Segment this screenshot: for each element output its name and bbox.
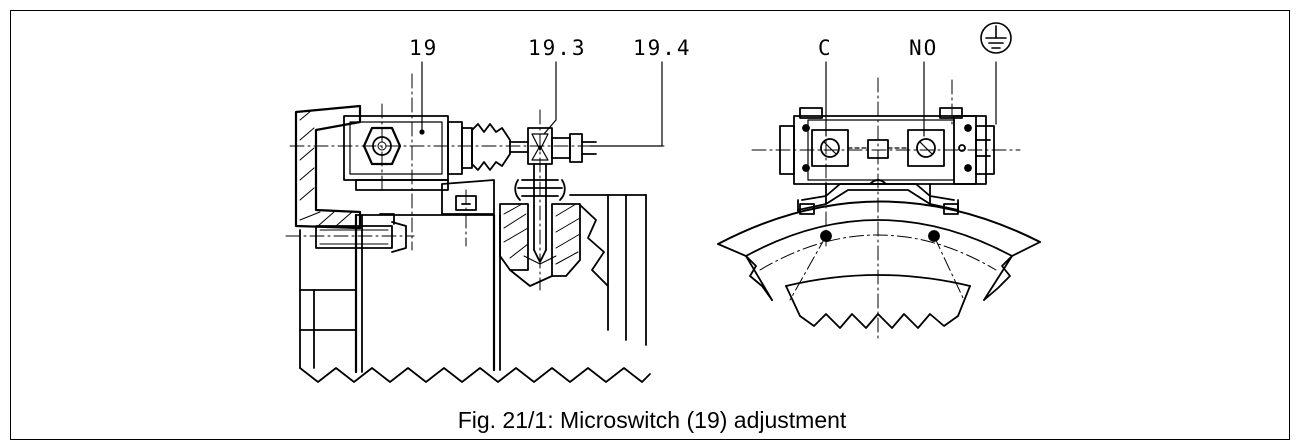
callout-terminal-c: C [818, 36, 833, 60]
earth-icon [980, 22, 1012, 54]
callout-terminal-no: NO [909, 36, 939, 60]
leader-lines [419, 61, 997, 147]
figure-caption: Fig. 21/1: Microswitch (19) adjustment [457, 407, 847, 433]
callout-part-19-3: 19.3 [528, 36, 587, 60]
callout-part-19-4: 19.4 [633, 36, 692, 60]
front-view [717, 77, 1041, 341]
callout-part-19: 19 [409, 36, 439, 60]
figure-frame [10, 10, 1290, 440]
side-view [285, 73, 665, 383]
